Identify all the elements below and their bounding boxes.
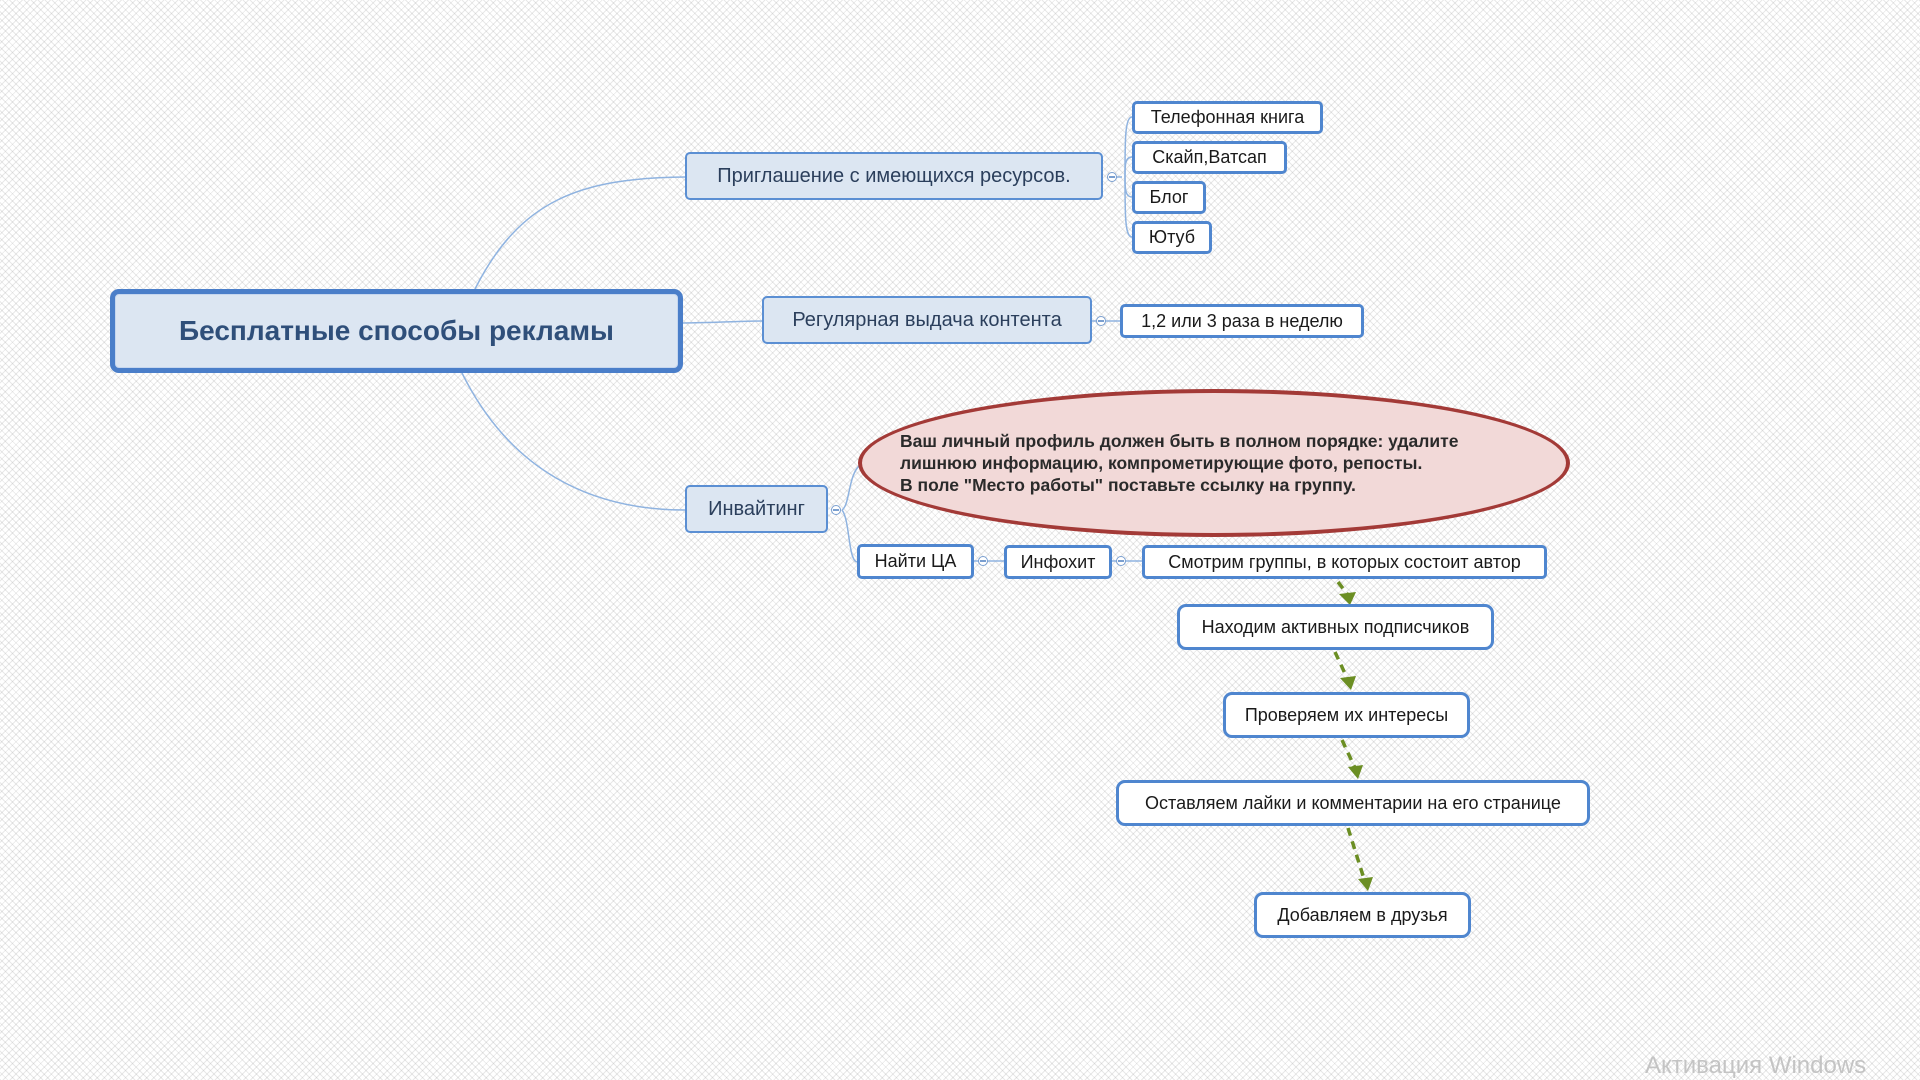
step-label: Проверяем их интересы [1244,704,1449,725]
branch-content[interactable]: Регулярная выдача контента [762,296,1092,344]
node-author-groups[interactable]: Смотрим группы, в которых состоит автор [1142,545,1547,579]
connector-root-inviting [461,372,686,511]
node-infohit-label: Инфохит [1020,551,1096,572]
collapse-toggle-find[interactable] [978,556,988,566]
collapse-toggle-inviting[interactable] [831,505,841,515]
step-likes-comments[interactable]: Оставляем лайки и комментарии на его стр… [1116,780,1590,826]
leaf-frequency-label: 1,2 или 3 раза в неделю [1141,310,1343,331]
callout-line: лишнюю информацию, компрометирующие фото… [900,453,1423,473]
flow-arrow-4 [1346,827,1367,883]
branch-invite[interactable]: Приглашение с имеющихся ресурсов. [685,152,1103,200]
collapse-toggle-infohit[interactable] [1116,556,1126,566]
step-label: Оставляем лайки и комментарии на его стр… [1145,792,1561,813]
connector-inviting-find [841,509,858,563]
leaf-phonebook-label: Телефонная книга [1150,107,1305,127]
leaf-youtube-label: Ютуб [1148,227,1196,247]
leaf-skype-whatsapp[interactable]: Скайп,Ватсап [1132,141,1287,174]
connector-root-invite [474,176,686,290]
callout-text: Ваш личный профиль должен быть в полном … [900,430,1540,496]
arrowhead-3 [1348,765,1363,779]
connector-invite-child-3 [1124,176,1133,198]
step-check-interests[interactable]: Проверяем их интересы [1223,692,1470,738]
leaf-frequency[interactable]: 1,2 или 3 раза в неделю [1120,304,1364,338]
branch-content-label: Регулярная выдача контента [792,308,1062,331]
leaf-blog-label: Блог [1149,187,1189,207]
node-find-audience-label: Найти ЦА [874,551,957,571]
node-infohit[interactable]: Инфохит [1004,545,1112,579]
windows-activation-watermark: Активация Windows [1645,1052,1867,1079]
leaf-skype-whatsapp-label: Скайп,Ватсап [1152,147,1267,167]
step-add-friends[interactable]: Добавляем в друзья [1254,892,1471,938]
arrowhead-1 [1339,592,1356,605]
connector-invite-child-2 [1124,156,1133,178]
branch-inviting[interactable]: Инвайтинг [685,485,828,533]
leaf-youtube[interactable]: Ютуб [1132,221,1212,254]
node-find-audience[interactable]: Найти ЦА [857,544,974,579]
connector-invite-child-1 [1124,116,1133,178]
collapse-toggle-content[interactable] [1096,316,1106,326]
branch-invite-label: Приглашение с имеющихся ресурсов. [717,164,1071,187]
step-label: Находим активных подписчиков [1201,616,1470,637]
leaf-blog[interactable]: Блог [1132,181,1206,214]
step-label: Добавляем в друзья [1277,904,1448,925]
step-find-active-subscribers[interactable]: Находим активных подписчиков [1177,604,1494,650]
root-topic[interactable]: Бесплатные способы рекламы [110,289,683,373]
connector-invite-child-4 [1124,176,1133,238]
callout-line: В поле "Место работы" поставьте ссылку н… [900,475,1356,495]
connector-root-content [682,320,763,324]
flow-arrow-2 [1333,651,1350,681]
flow-arrow-1 [1336,580,1350,597]
callout-line: Ваш личный профиль должен быть в полном … [900,431,1459,451]
node-author-groups-label: Смотрим группы, в которых состоит автор [1168,551,1521,572]
arrowhead-4 [1358,877,1373,891]
arrowhead-2 [1340,676,1356,690]
collapse-toggle-invite[interactable] [1107,172,1117,182]
flow-arrow-3 [1340,739,1358,771]
connector-inviting-callout [841,464,861,511]
leaf-phonebook[interactable]: Телефонная книга [1132,101,1323,134]
branch-inviting-label: Инвайтинг [708,497,805,520]
callout-ellipse[interactable] [858,389,1570,537]
root-topic-label: Бесплатные способы рекламы [179,315,614,346]
